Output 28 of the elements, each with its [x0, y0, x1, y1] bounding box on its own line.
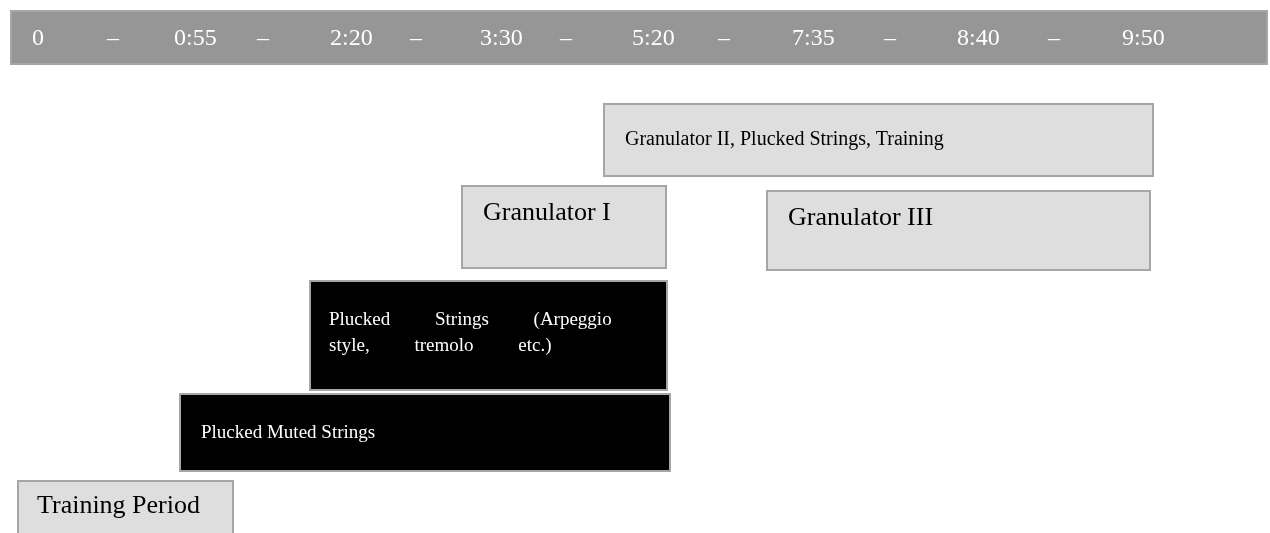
- dash-separator: –: [410, 24, 422, 51]
- segment-box: [461, 185, 667, 269]
- segment-label: Granulator III: [788, 202, 934, 232]
- dash-separator: 0: [32, 24, 44, 51]
- time-marker: 5:20: [632, 24, 675, 51]
- segment-label: Training Period: [37, 490, 200, 520]
- segment-box: [766, 190, 1151, 271]
- segment-label: Granulator I: [483, 197, 611, 227]
- dash-separator: –: [560, 24, 572, 51]
- dash-separator: –: [257, 24, 269, 51]
- dash-separator: –: [107, 24, 119, 51]
- segment-label: Plucked Strings (Arpeggio style, tremolo etc.): [329, 307, 613, 357]
- segment-box: [309, 280, 668, 391]
- segment-label: Plucked Muted Strings: [201, 421, 376, 443]
- dash-separator: –: [718, 24, 730, 51]
- segment-box: [17, 480, 234, 533]
- time-marker: 8:40: [957, 24, 1000, 51]
- time-marker: 0:55: [174, 24, 217, 51]
- segment-label: Granulator II, Plucked Strings, Training: [625, 127, 944, 150]
- time-marker: 7:35: [792, 24, 835, 51]
- time-marker: 9:50: [1122, 24, 1165, 51]
- timeline-bar: [10, 10, 1268, 65]
- dash-separator: –: [1048, 24, 1060, 51]
- dash-separator: –: [884, 24, 896, 51]
- segment-box: [603, 103, 1154, 177]
- segment-box: [179, 393, 671, 472]
- time-marker: 2:20: [330, 24, 373, 51]
- time-marker: 3:30: [480, 24, 523, 51]
